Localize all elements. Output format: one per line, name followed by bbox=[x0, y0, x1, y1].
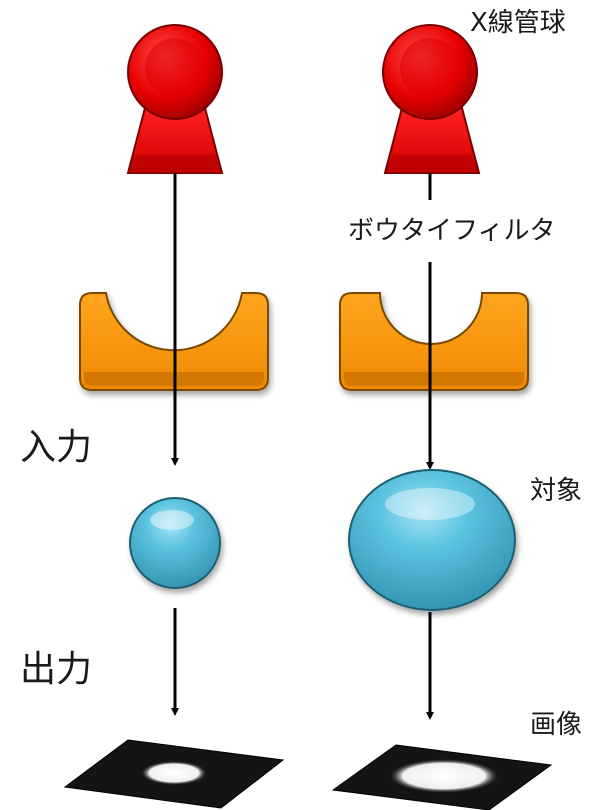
right-bowtie-filter bbox=[339, 292, 529, 391]
bowtie-filter-label: ボウタイフィルタ bbox=[348, 216, 556, 246]
right-filter-body bbox=[339, 292, 529, 391]
right-object-highlight bbox=[385, 488, 475, 520]
right-detector-image bbox=[331, 744, 553, 810]
left-image-spot bbox=[141, 761, 207, 785]
left-filter-body bbox=[79, 292, 269, 391]
left-tube-cone-shade bbox=[128, 155, 222, 173]
xray-tube-label: X線管球 bbox=[470, 8, 566, 38]
left-object-highlight bbox=[150, 510, 194, 530]
left-object bbox=[129, 497, 221, 589]
right-filter-base-shade bbox=[344, 372, 524, 386]
object-label: 対象 bbox=[530, 476, 583, 506]
left-tube-head-inner bbox=[145, 38, 205, 98]
right-tube-cone-shade bbox=[385, 155, 479, 173]
right-tube-head-inner bbox=[400, 38, 460, 98]
right-image-spot bbox=[389, 759, 499, 793]
right-object bbox=[348, 469, 516, 611]
output-label: 出力 bbox=[20, 649, 93, 690]
left-detector-image bbox=[63, 739, 285, 809]
image-label: 画像 bbox=[530, 710, 583, 740]
right-xray-tube bbox=[382, 24, 481, 174]
input-label: 入力 bbox=[20, 427, 93, 468]
left-xray-tube bbox=[126, 24, 224, 174]
